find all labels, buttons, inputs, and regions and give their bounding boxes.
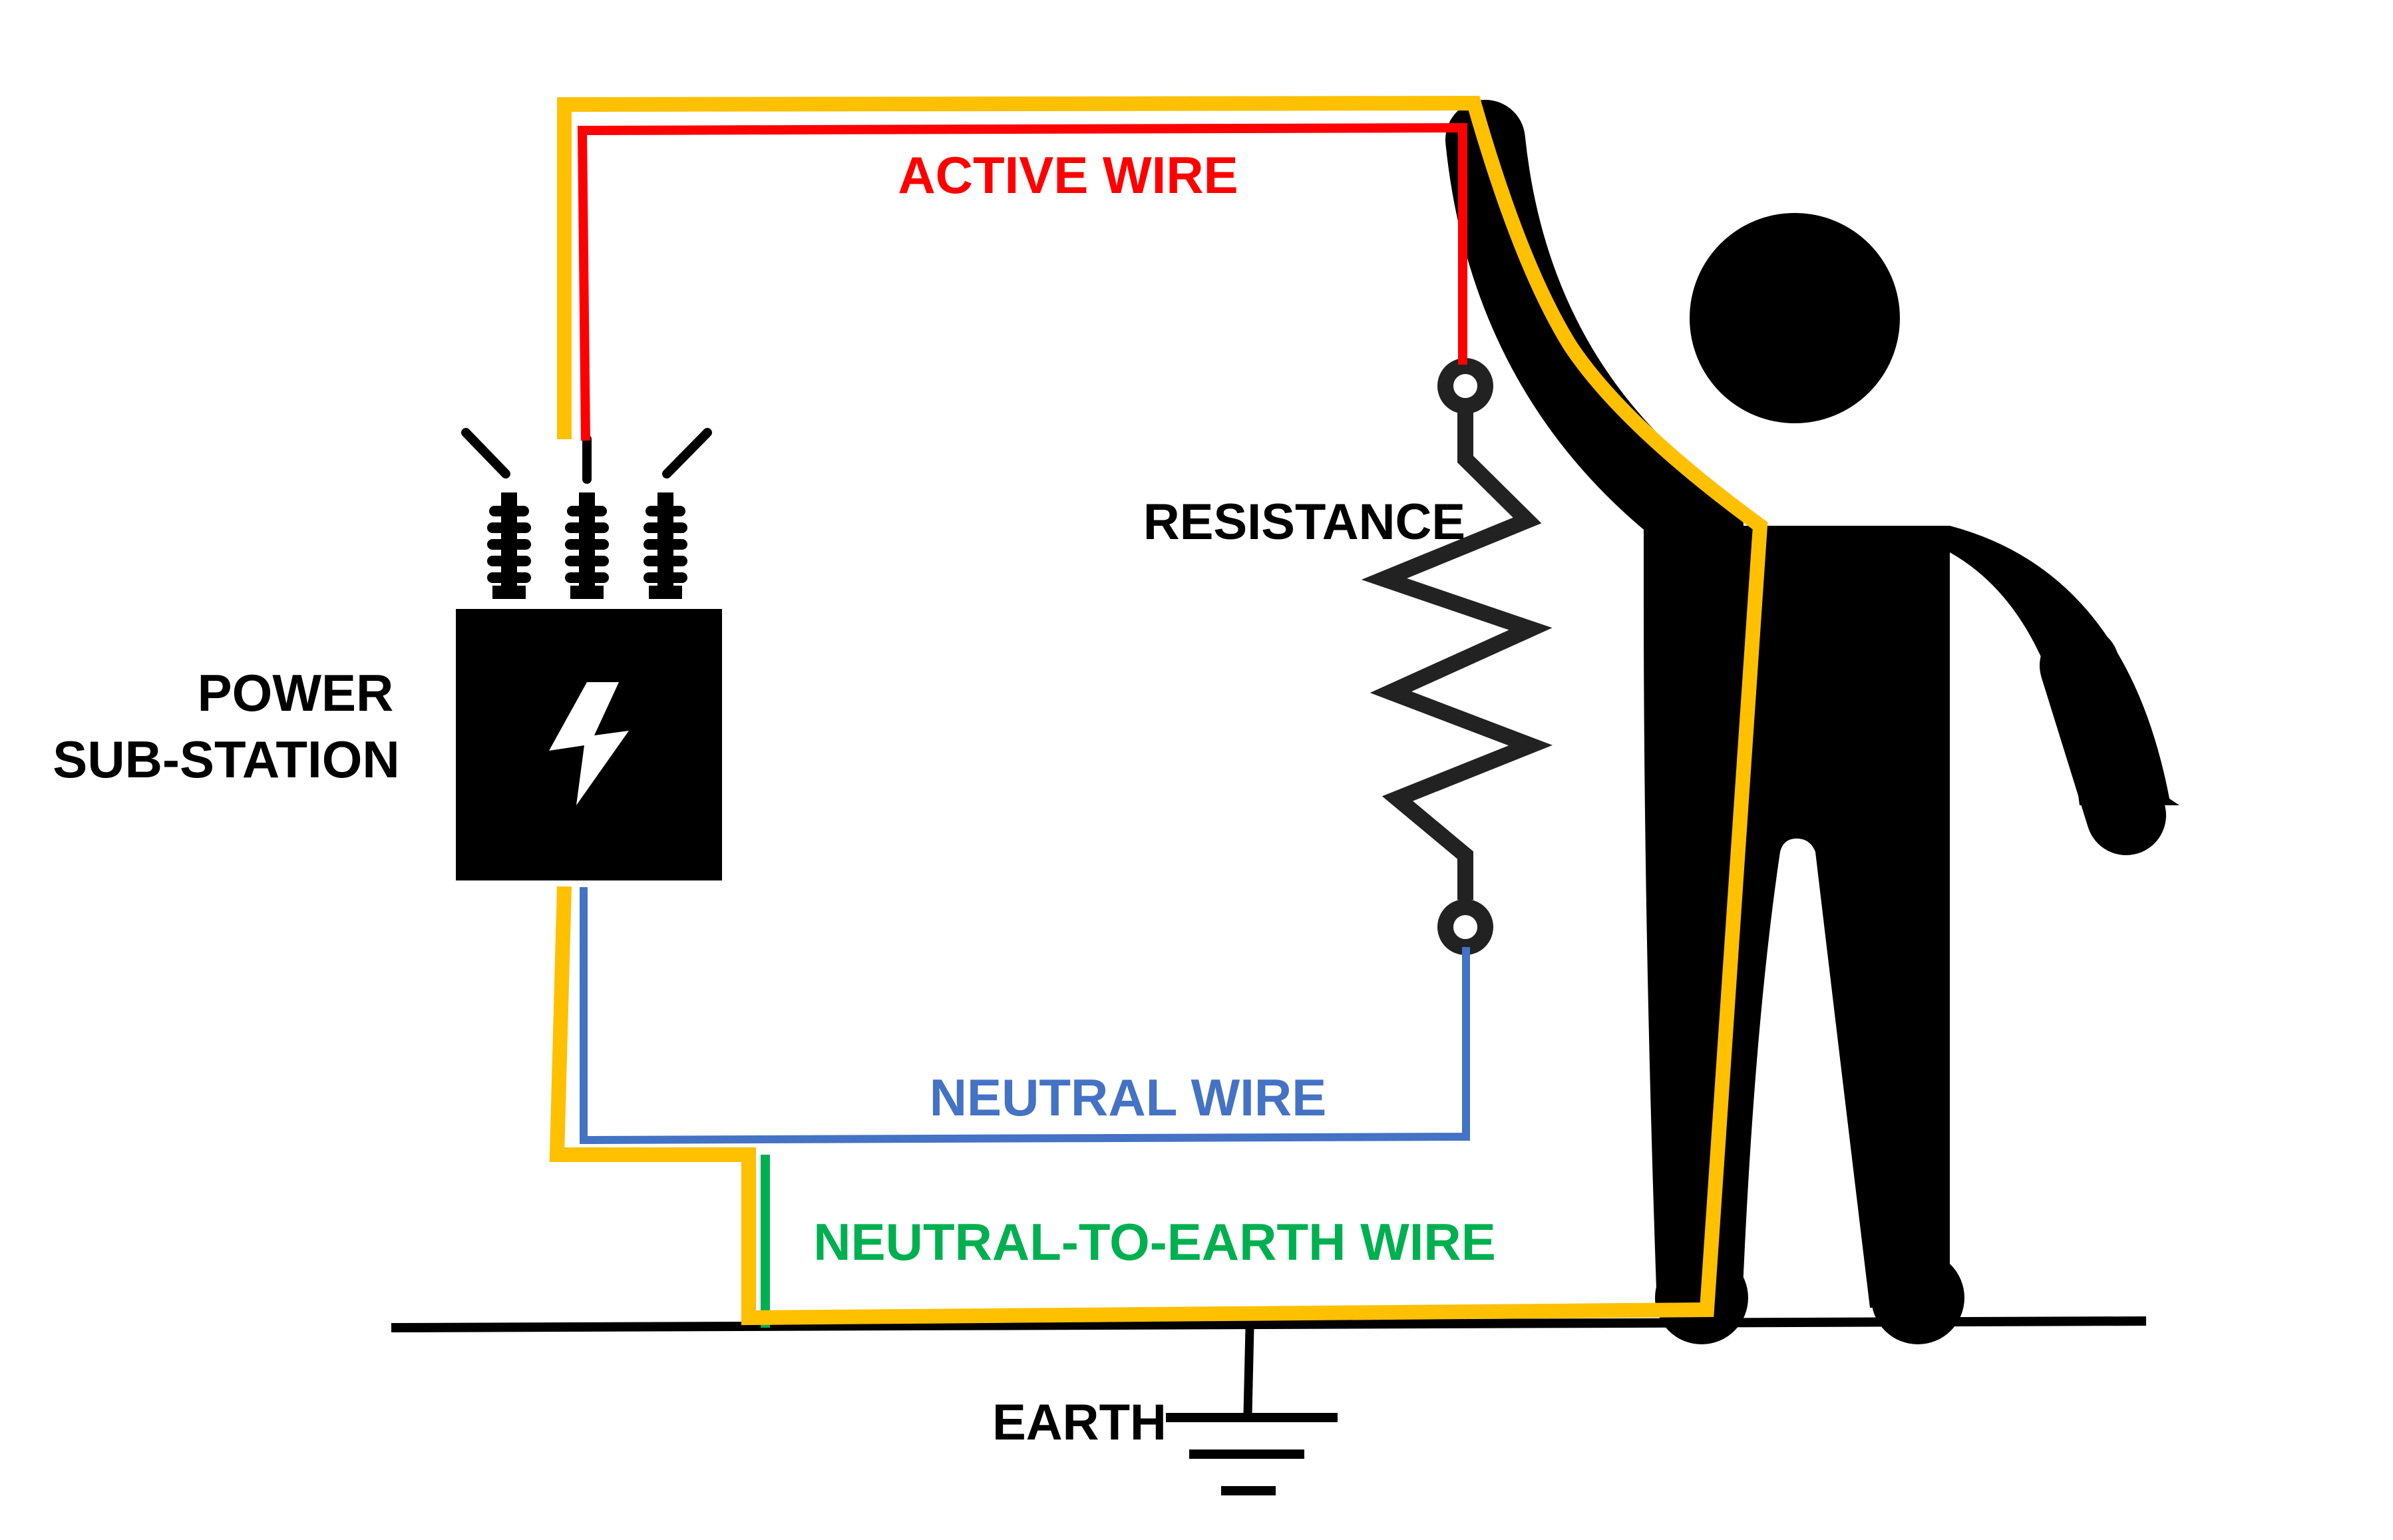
active-wire-label: ACTIVE WIRE	[898, 146, 1238, 204]
transformer-bushing-left	[487, 492, 531, 599]
fault-current-path	[549, 95, 1768, 1326]
transformer-bushing-middle	[565, 492, 609, 599]
active-wire-line	[577, 122, 1467, 441]
transformer-icon	[456, 428, 722, 880]
earth-ground-symbol-icon	[1166, 1327, 1338, 1495]
neutral-to-earth-wire-label: NEUTRAL-TO-EARTH WIRE	[813, 1213, 1495, 1271]
transformer-bushing-right	[644, 492, 687, 599]
person-silhouette-icon	[1445, 100, 2179, 1344]
neutral-wire-line	[580, 887, 1470, 1145]
resistor-zigzag-icon	[1361, 358, 1553, 955]
earth-ground-line	[391, 1316, 2147, 1332]
power-substation-label-line2: SUB-STATION	[53, 730, 399, 789]
power-substation-label-line1: POWER	[198, 664, 394, 722]
neutral-wire-label: NEUTRAL WIRE	[930, 1068, 1327, 1127]
earth-label: EARTH	[992, 1394, 1167, 1451]
lightning-bolt-icon	[549, 682, 629, 805]
resistance-label: RESISTANCE	[1143, 494, 1465, 550]
